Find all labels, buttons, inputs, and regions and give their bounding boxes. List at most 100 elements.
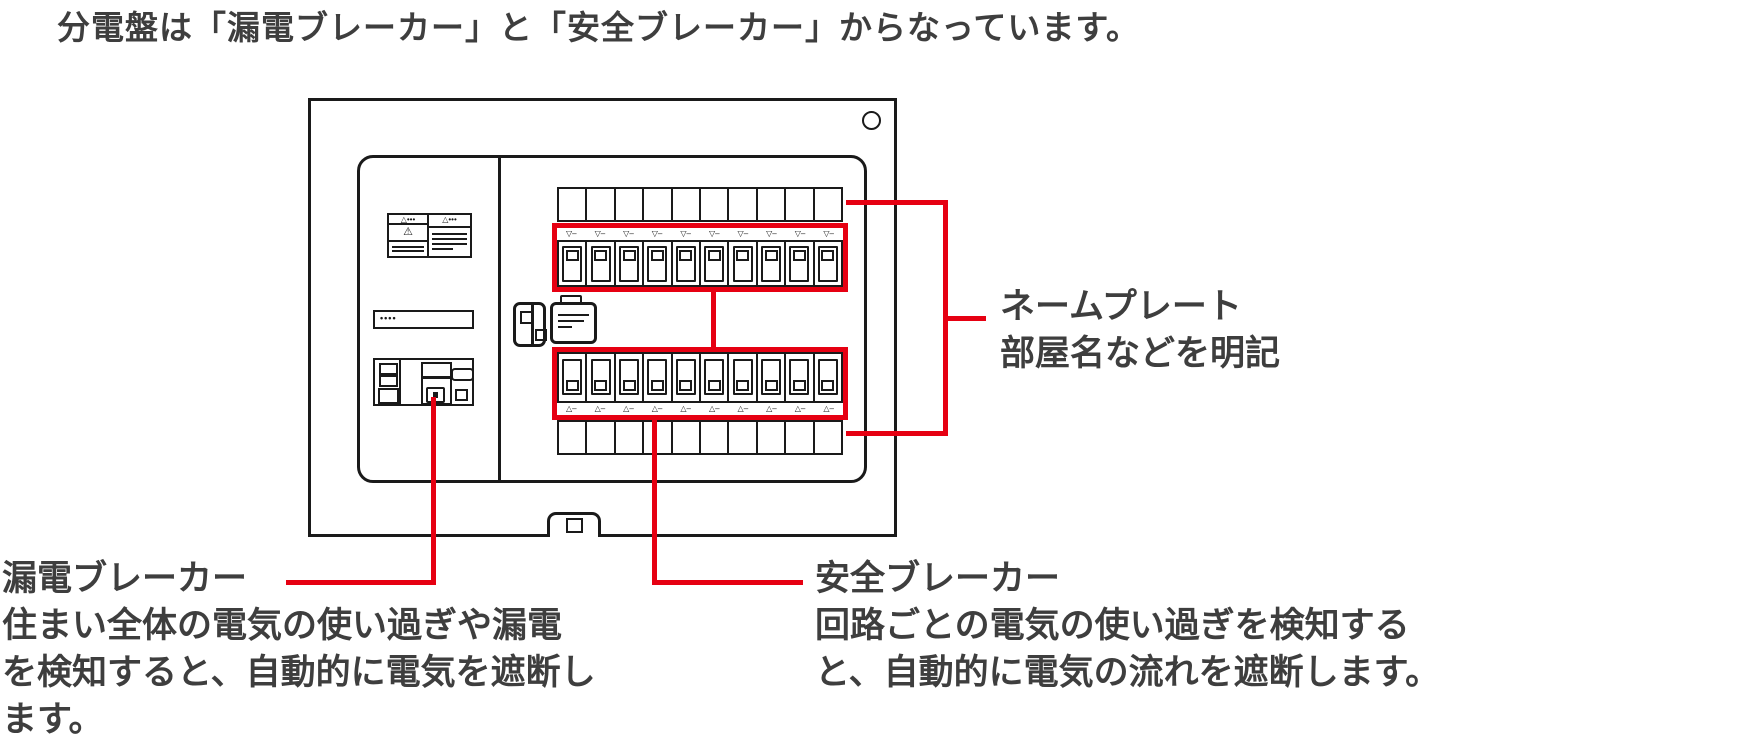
- breaker-rows-connector-line: [711, 290, 716, 350]
- breaker-marker-icon: ▽–: [623, 229, 634, 238]
- breaker-handle[interactable]: [622, 250, 636, 261]
- breaker-cell: [786, 354, 815, 401]
- breaker-marker-icon: △–: [737, 404, 749, 413]
- breaker-marker-icon: ▽–: [651, 229, 663, 238]
- warning-sticker-right-column: △•••: [429, 215, 470, 256]
- nameplate-cell: [559, 422, 588, 453]
- warning-sticker-left-column: △••• ⚠: [389, 215, 429, 256]
- nameplate-cell: [701, 422, 730, 453]
- breaker-handle[interactable]: [736, 380, 750, 391]
- breaker-cell: [587, 354, 616, 401]
- breaker-switch[interactable]: [789, 246, 810, 282]
- test-switch-icon: [513, 302, 547, 347]
- safety-breaker-annotation: 安全ブレーカー 回路ごとの電気の使い過ぎを検知する と、自動的に電気の流れを遮断…: [815, 555, 1440, 696]
- breaker-switch[interactable]: [562, 246, 583, 282]
- breaker-switch[interactable]: [590, 359, 611, 395]
- breaker-handle[interactable]: [792, 380, 806, 391]
- breaker-switch[interactable]: [789, 359, 810, 395]
- breaker-marker-icon: ▽–: [708, 229, 720, 238]
- sticker-header-icon: △•••: [389, 215, 427, 225]
- breaker-cell: [701, 354, 730, 401]
- nameplate-cell: [673, 189, 702, 220]
- breaker-cell: [673, 354, 702, 401]
- breaker-handle[interactable]: [707, 250, 721, 261]
- breaker-switch[interactable]: [675, 359, 696, 395]
- breaker-handle[interactable]: [679, 380, 693, 391]
- breaker-marker-icon: △–: [794, 404, 806, 413]
- breaker-handle[interactable]: [764, 380, 778, 391]
- breaker-handle[interactable]: [821, 250, 835, 261]
- breaker-switch[interactable]: [761, 246, 782, 282]
- leakage-label-line: 住まい全体の電気の使い過ぎや漏電: [2, 606, 563, 645]
- nameplate-label-heading: ネームプレート: [1000, 287, 1242, 326]
- breaker-marker-icon: △–: [594, 404, 606, 413]
- main-leakage-breaker: [373, 358, 474, 406]
- breaker-marker-icon: △–: [823, 404, 834, 413]
- safety-label-heading: 安全ブレーカー: [815, 559, 1061, 598]
- breaker-switch[interactable]: [704, 246, 725, 282]
- screw-hole-icon: [862, 111, 881, 130]
- breaker-cell: [701, 242, 730, 285]
- nameplate-row-bottom: [557, 420, 843, 455]
- breaker-switch[interactable]: [619, 359, 640, 395]
- breaker-handle[interactable]: [650, 380, 664, 391]
- nameplate-label-description: 部屋名などを明記: [1000, 334, 1281, 373]
- circuit-breaker-row-top: ▽– ▽–▽–▽–▽–▽–▽–▽–▽–▽–: [552, 223, 848, 292]
- main-breaker-switch[interactable]: [421, 362, 452, 405]
- breaker-switch[interactable]: [761, 359, 782, 395]
- breaker-handle[interactable]: [594, 380, 608, 391]
- breaker-handle[interactable]: [707, 380, 721, 391]
- breaker-handle[interactable]: [594, 250, 608, 261]
- warning-sticker: △••• ⚠ △•••: [387, 213, 472, 258]
- breaker-cell: [644, 354, 673, 401]
- breaker-cell: [616, 242, 645, 285]
- nameplate-cell: [758, 189, 787, 220]
- breaker-cell: [758, 242, 787, 285]
- breaker-switch[interactable]: [817, 246, 838, 282]
- breaker-cell: [786, 242, 815, 285]
- breaker-marker-icon: ▽–: [823, 229, 834, 238]
- nameplate-cell: [786, 422, 815, 453]
- breaker-handle[interactable]: [650, 250, 664, 261]
- breaker-marker-icon: △–: [766, 404, 777, 413]
- breaker-switch[interactable]: [590, 246, 611, 282]
- breaker-switch[interactable]: [619, 246, 640, 282]
- spec-strip: ••••: [373, 310, 474, 329]
- panel-latch: [547, 512, 601, 537]
- breaker-handle[interactable]: [622, 380, 636, 391]
- breaker-switch[interactable]: [675, 246, 696, 282]
- nameplate-cell: [587, 189, 616, 220]
- breaker-marker-row: △– △–△–△–△–△–△–△–△–△–: [557, 403, 843, 415]
- breaker-switch[interactable]: [704, 359, 725, 395]
- breaker-switch[interactable]: [647, 359, 668, 395]
- breaker-marker-icon: △–: [565, 404, 577, 413]
- breaker-switch[interactable]: [647, 246, 668, 282]
- safety-leader-horizontal-line: [652, 580, 803, 585]
- breaker-marker-icon: △–: [623, 404, 634, 413]
- breaker-block: [557, 352, 843, 403]
- breaker-switch[interactable]: [562, 359, 583, 395]
- nameplate-cell: [701, 189, 730, 220]
- warning-triangle-icon: ⚠: [389, 225, 427, 242]
- nameplate-cell: [786, 189, 815, 220]
- main-breaker-test-button[interactable]: [455, 389, 468, 401]
- nameplate-cell: [644, 422, 673, 453]
- breaker-handle[interactable]: [736, 250, 750, 261]
- breaker-switch[interactable]: [817, 359, 838, 395]
- breaker-marker-icon: △–: [651, 404, 663, 413]
- breaker-switch[interactable]: [732, 359, 753, 395]
- breaker-handle[interactable]: [792, 250, 806, 261]
- breaker-handle[interactable]: [764, 250, 778, 261]
- breaker-handle[interactable]: [821, 380, 835, 391]
- breaker-cell: [815, 242, 841, 285]
- leakage-label-line: ます。: [2, 700, 104, 739]
- breaker-marker-row: ▽– ▽–▽–▽–▽–▽–▽–▽–▽–▽–: [557, 228, 843, 240]
- breaker-marker-icon: △–: [680, 404, 691, 413]
- breaker-handle[interactable]: [679, 250, 693, 261]
- breaker-switch[interactable]: [732, 246, 753, 282]
- breaker-cell: [758, 354, 787, 401]
- breaker-handle[interactable]: [565, 250, 579, 261]
- breaker-handle[interactable]: [565, 380, 579, 391]
- breaker-cell: [644, 242, 673, 285]
